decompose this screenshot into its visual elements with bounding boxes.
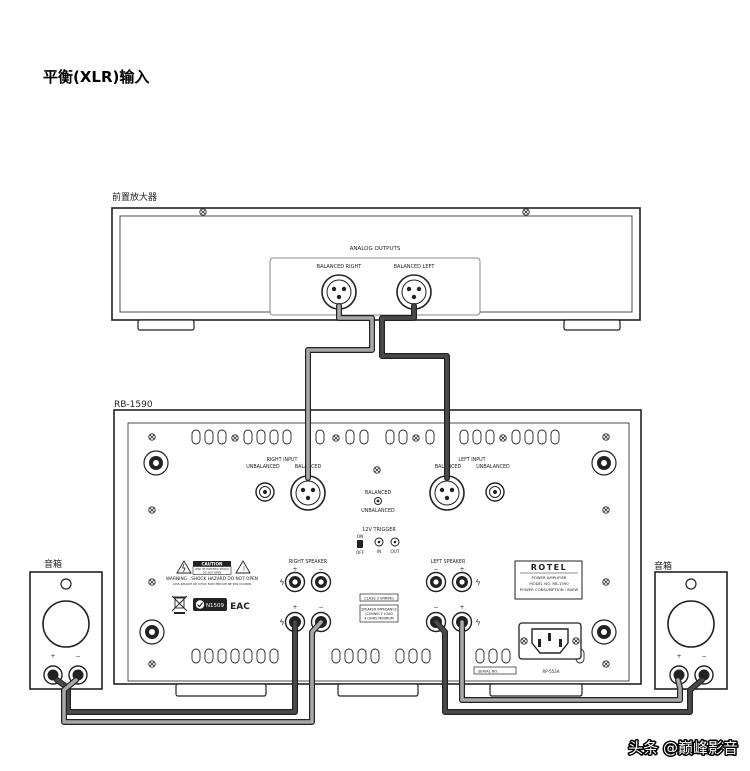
weee-bin-icon	[171, 595, 188, 614]
right-lower-plus-label: +	[292, 604, 297, 611]
left-speaker-box	[29, 571, 103, 690]
analog-outputs-title: ANALOG OUTPUTS	[350, 246, 401, 252]
preamp-label: 前置放大器	[112, 191, 157, 203]
switch-balanced-label: BALANCED	[365, 490, 392, 496]
caution-line1: RISK OF ELECTRIC SHOCK	[195, 567, 229, 571]
svg-text:!: !	[243, 566, 245, 573]
right-speaker-label: RIGHT SPEAKER	[289, 559, 328, 565]
impedance-line2: (CONNECT LOAD	[365, 612, 393, 616]
caution-line2: DO NOT OPEN	[203, 571, 221, 575]
class2-wiring-label: CLASS 2 WIRING	[364, 597, 394, 601]
shock-icon: ϟ	[279, 618, 284, 627]
trigger-in-label: IN	[377, 549, 381, 554]
rp-code: RP-553A	[543, 669, 560, 674]
plate-line3: POWER CONSUMPTION : 800W	[520, 587, 579, 592]
impedance-line3: 4 OHMS MINIMUM	[364, 617, 394, 621]
input-select-switch[interactable]	[374, 497, 382, 505]
right-speaker-plus-label: +	[676, 653, 681, 660]
page-title: 平衡(XLR)输入	[43, 68, 149, 86]
trigger-on-label: ON	[357, 534, 363, 539]
left-speaker-minus-label: −	[75, 653, 80, 660]
warning-line2: AVIS RISQUE DE CHOC ELECTRIQUE NE PAS OU…	[173, 582, 251, 586]
amp-xlr-left-jack[interactable]	[429, 475, 465, 511]
cert-code: N1509	[206, 603, 225, 609]
left-upper-plus-label: +	[459, 566, 464, 573]
left-lower-minus-label: −	[433, 604, 438, 611]
amp-rca-left-jack[interactable]	[485, 482, 505, 502]
brand-logo: ROTEL	[531, 563, 567, 572]
right-speaker-cn-label: 音箱	[654, 560, 672, 572]
watermark: 头条 @巅峰影音	[628, 739, 738, 757]
balanced-left-label: BALANCED LEFT	[394, 264, 436, 270]
trigger-off-label: OFF	[356, 550, 365, 555]
trigger-switch[interactable]	[357, 540, 363, 548]
trigger-in-jack[interactable]	[374, 537, 384, 547]
trigger-out-label: OUT	[391, 549, 400, 554]
right-upper-plus-label: +	[292, 566, 297, 573]
shock-icon: ϟ	[475, 578, 480, 587]
right-speaker-minus-label: −	[701, 653, 706, 660]
switch-unbalanced-label: UNBALANCED	[361, 508, 395, 514]
balanced-right-label: BALANCED RIGHT	[317, 264, 363, 270]
preamp-unit	[111, 207, 641, 331]
amp-xlr-right-jack[interactable]	[290, 475, 326, 511]
right-speaker-upper-minus-terminal[interactable]	[310, 571, 332, 593]
left-lower-plus-label: +	[459, 604, 464, 611]
trigger-title: 12V TRIGGER	[362, 527, 396, 533]
left-speaker-plus-label: +	[50, 653, 55, 660]
amp-unit	[113, 409, 642, 697]
plate-line2: MODEL NO. RB-1590	[529, 581, 569, 586]
left-unbalanced-label: UNBALANCED	[476, 464, 510, 470]
caution-label: !	[176, 560, 251, 575]
right-input-label: RIGHT INPUT	[267, 457, 298, 463]
caution-title: CAUTION	[201, 561, 223, 566]
cert-badge	[193, 598, 227, 611]
trigger-out-jack[interactable]	[390, 537, 400, 547]
right-speaker-upper-plus-terminal[interactable]	[284, 571, 306, 593]
left-speaker-upper-plus-terminal[interactable]	[451, 571, 473, 593]
plate-line1: POWER AMPLIFIER	[531, 575, 566, 580]
left-speaker-upper-minus-terminal[interactable]	[425, 571, 447, 593]
left-input-label: LEFT INPUT	[458, 457, 485, 463]
right-speaker-box	[654, 571, 728, 690]
shock-icon: ϟ	[279, 578, 284, 587]
watermark-outline: 头条 @巅峰影音	[628, 739, 738, 757]
warning-line1: WARNING : SHOCK HAZARD DO NOT OPEN	[166, 576, 258, 582]
left-upper-minus-label: −	[433, 566, 438, 573]
shock-icon: ϟ	[475, 618, 480, 627]
amp-rca-right-jack[interactable]	[255, 482, 275, 502]
right-unbalanced-label: UNBALANCED	[246, 464, 280, 470]
right-upper-minus-label: −	[318, 566, 323, 573]
eac-mark: EAC	[230, 602, 250, 612]
impedance-line1: SPEAKER IMPEDANCE	[361, 608, 396, 612]
right-lower-minus-label: −	[318, 604, 323, 611]
left-speaker-cn-label: 音箱	[44, 558, 62, 570]
left-speaker-label: LEFT SPEAKER	[431, 559, 466, 565]
serial-label: SERIAL NO.	[478, 670, 498, 674]
amp-model-label: RB-1590	[114, 400, 153, 410]
